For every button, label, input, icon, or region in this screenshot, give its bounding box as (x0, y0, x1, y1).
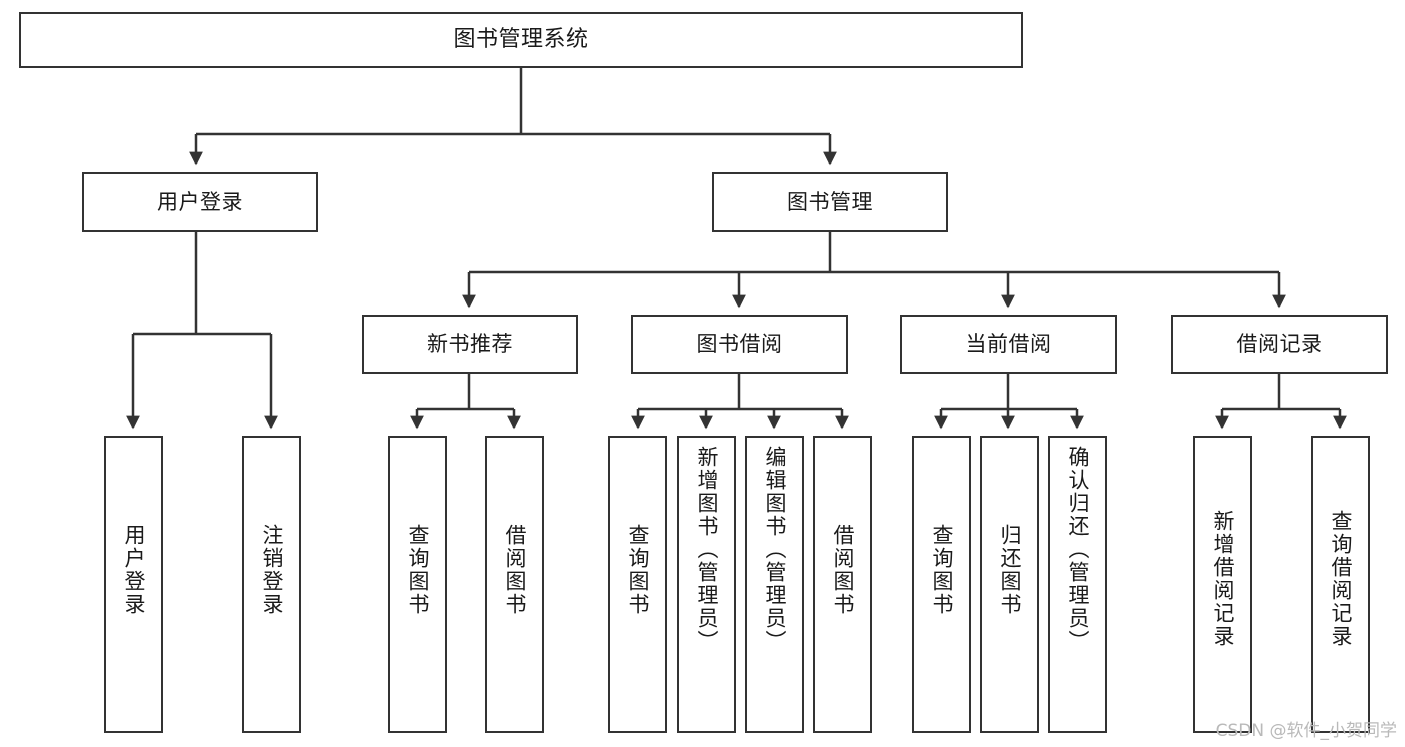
leaf-book-borrow-borrow[interactable]: 借阅图书 (813, 436, 872, 733)
node-label: 归还图书 (997, 524, 1022, 616)
leaf-new-book-borrow[interactable]: 借阅图书 (485, 436, 544, 733)
node-label: 用户登录 (157, 189, 243, 214)
leaf-book-borrow-edit[interactable]: 编辑图书（管理员） (745, 436, 804, 733)
node-label: 新增图书（管理员） (694, 446, 719, 653)
leaf-user-login-logout[interactable]: 注销登录 (242, 436, 301, 733)
node-new-book-recommend[interactable]: 新书推荐 (362, 315, 578, 374)
node-label: 图书借阅 (696, 332, 783, 357)
node-label: 查询图书 (625, 524, 650, 616)
node-label: 查询借阅记录 (1328, 510, 1353, 648)
leaf-book-borrow-add[interactable]: 新增图书（管理员） (677, 436, 736, 733)
node-label: 图书管理系统 (453, 27, 589, 53)
leaf-current-borrow-confirm-return[interactable]: 确认归还（管理员） (1048, 436, 1107, 733)
node-label: 查询图书 (405, 524, 430, 616)
node-label: 借阅图书 (830, 524, 855, 616)
leaf-borrow-record-query[interactable]: 查询借阅记录 (1311, 436, 1370, 733)
node-borrow-record[interactable]: 借阅记录 (1171, 315, 1388, 374)
node-label: 编辑图书（管理员） (762, 446, 787, 653)
node-current-borrow[interactable]: 当前借阅 (900, 315, 1117, 374)
leaf-book-borrow-query[interactable]: 查询图书 (608, 436, 667, 733)
node-label: 注销登录 (259, 524, 284, 616)
node-label: 当前借阅 (965, 332, 1052, 357)
node-label: 确认归还（管理员） (1065, 446, 1090, 653)
leaf-new-book-query[interactable]: 查询图书 (388, 436, 447, 733)
node-root-system[interactable]: 图书管理系统 (19, 12, 1023, 68)
csdn-watermark: CSDN @软件_小贺同学 (1215, 721, 1397, 741)
node-book-management[interactable]: 图书管理 (712, 172, 948, 232)
node-label: 新增借阅记录 (1210, 510, 1235, 648)
leaf-current-borrow-query[interactable]: 查询图书 (912, 436, 971, 733)
leaf-current-borrow-return[interactable]: 归还图书 (980, 436, 1039, 733)
node-label: 图书管理 (787, 189, 873, 214)
node-label: 新书推荐 (427, 332, 513, 357)
node-label: 借阅记录 (1236, 332, 1323, 357)
node-label: 查询图书 (929, 524, 954, 616)
leaf-borrow-record-add[interactable]: 新增借阅记录 (1193, 436, 1252, 733)
leaf-user-login-login[interactable]: 用户登录 (104, 436, 163, 733)
node-label: 用户登录 (121, 524, 146, 616)
node-user-login[interactable]: 用户登录 (82, 172, 318, 232)
node-label: 借阅图书 (502, 524, 527, 616)
node-book-borrow[interactable]: 图书借阅 (631, 315, 848, 374)
